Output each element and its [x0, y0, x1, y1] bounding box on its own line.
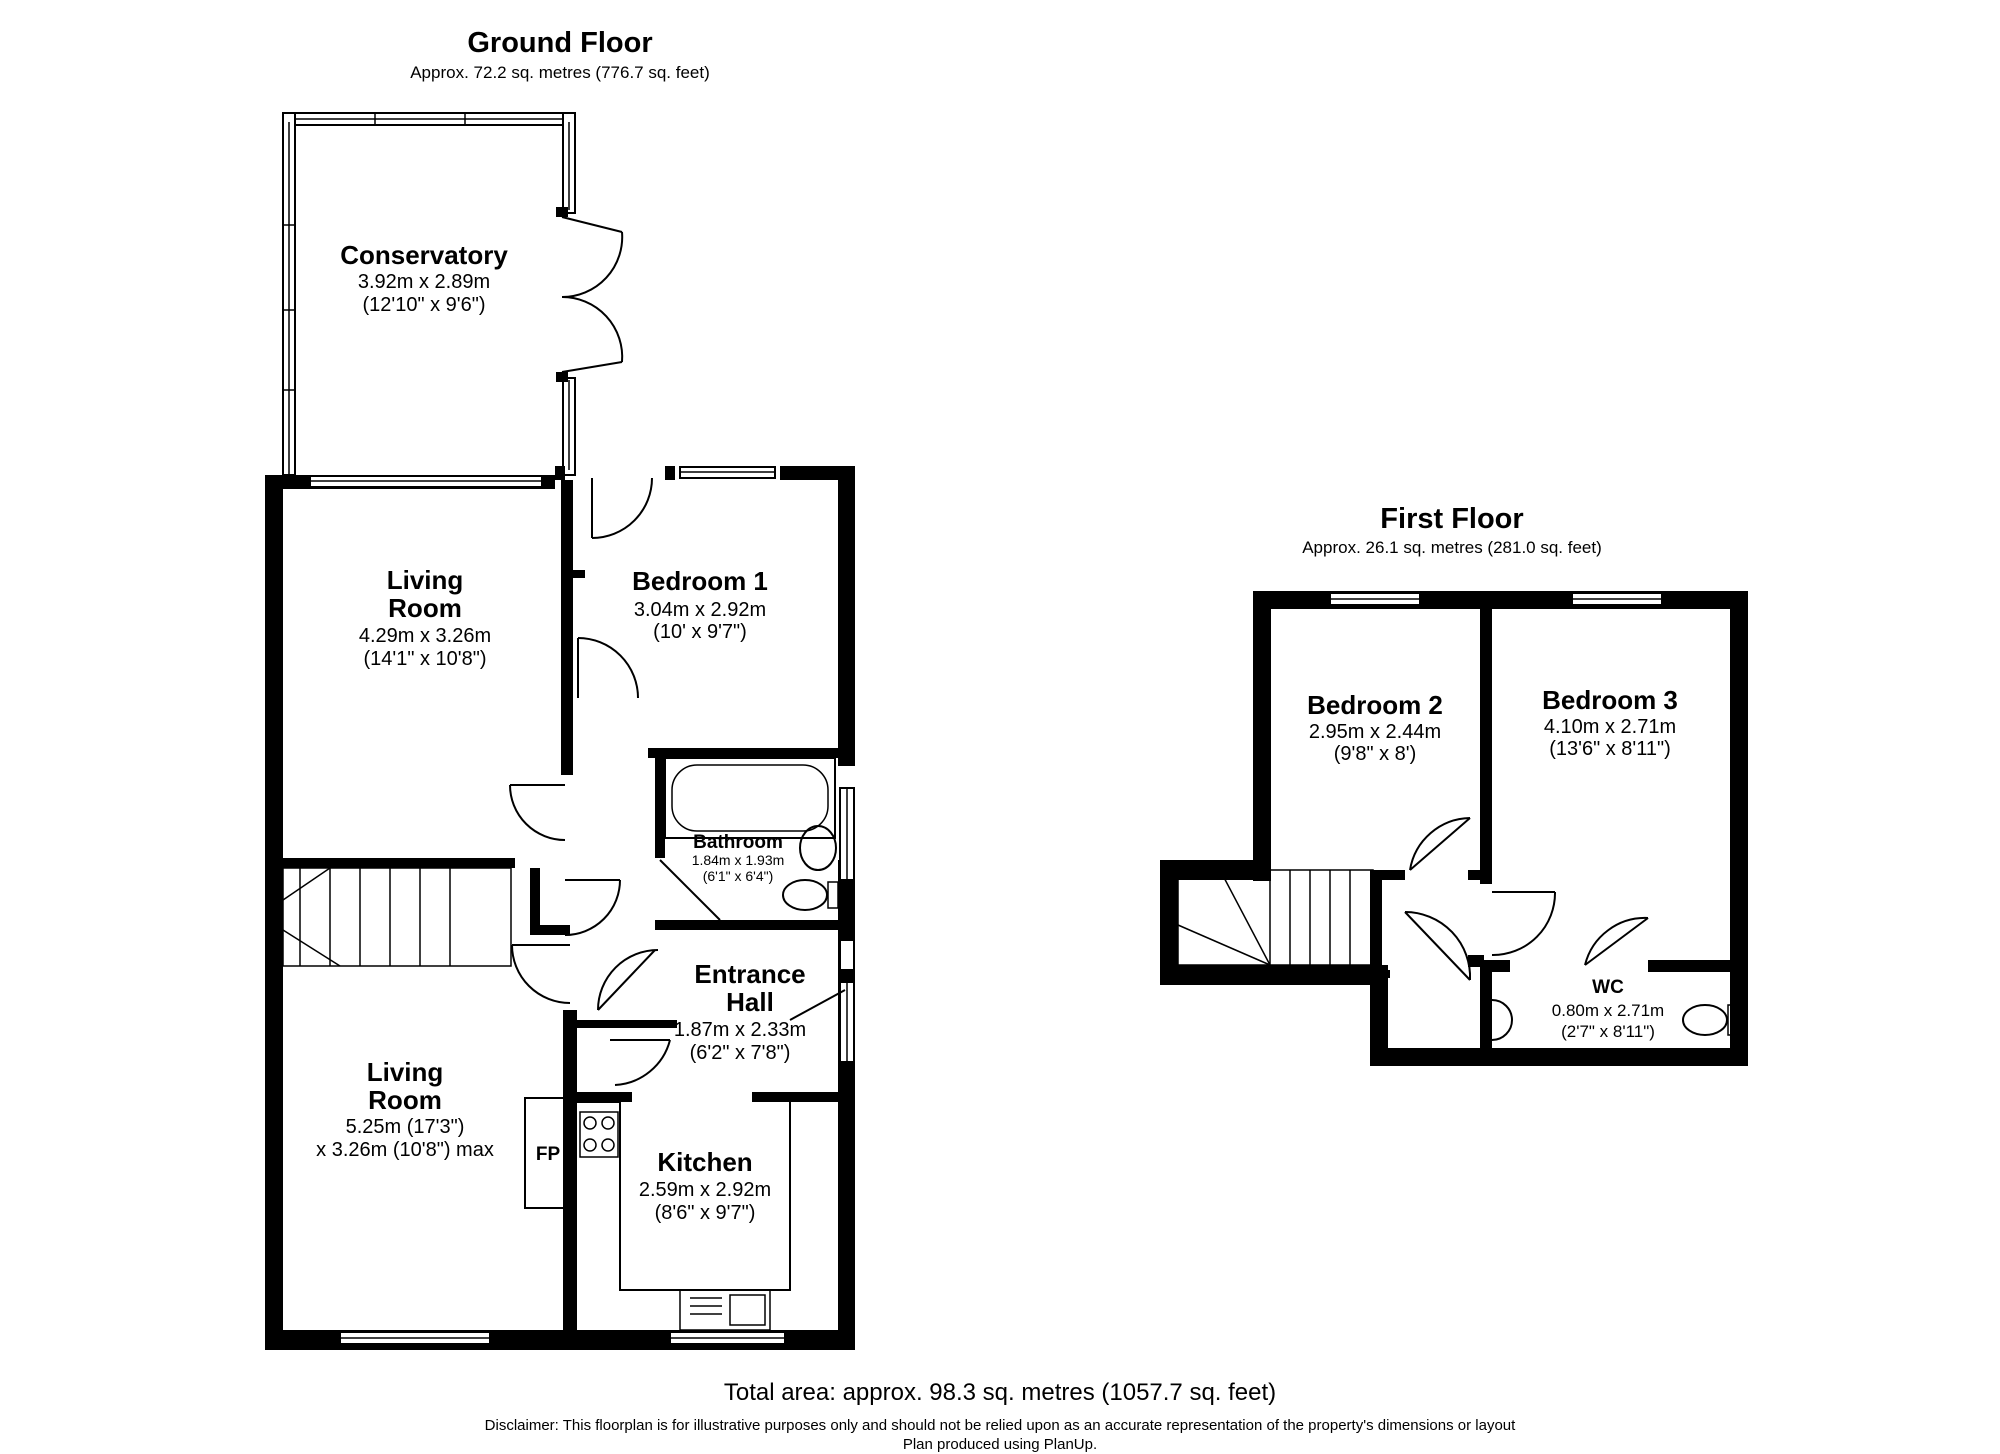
bedroom-3-dim-ft: (13'6" x 8'11") — [1549, 738, 1671, 760]
conservatory-dim-ft: (12'10" x 9'6") — [362, 294, 485, 316]
kitchen-dim-m: 2.59m x 2.92m — [639, 1179, 771, 1201]
bathroom-name: Bathroom — [693, 832, 783, 853]
bedroom-1-name: Bedroom 1 — [632, 566, 768, 596]
bedroom-3-name: Bedroom 3 — [1542, 685, 1678, 715]
fireplace-icon — [524, 1097, 566, 1209]
fireplace-label: FP — [536, 1144, 561, 1165]
entrance-hall-name-l2: Hall — [726, 987, 774, 1017]
first-floor-stairs-icon — [1177, 869, 1374, 966]
kitchen-worktop — [577, 1101, 791, 1291]
ground-stairs-icon — [282, 867, 512, 967]
toilet-icon — [782, 879, 839, 911]
entrance-hall-dim-m: 1.87m x 2.33m — [674, 1019, 806, 1041]
kitchen-name: Kitchen — [657, 1147, 752, 1177]
ground-floor-windows — [309, 466, 855, 1345]
first-floor-doors — [1404, 817, 1649, 981]
hob-icon — [579, 1111, 619, 1158]
bedroom-2-name: Bedroom 2 — [1307, 690, 1443, 720]
conservatory-dim-m: 3.92m x 2.89m — [358, 271, 490, 293]
ground-floor-title: Ground Floor — [467, 27, 652, 59]
ground-floor-doors — [509, 477, 846, 1086]
wc-toilet-icon — [1682, 1004, 1739, 1036]
bedroom-1-dim-ft: (10' x 9'7") — [653, 621, 747, 643]
entrance-hall-dim-ft: (6'2" x 7'8") — [690, 1042, 791, 1064]
conservatory-structure — [282, 112, 624, 476]
wc-name: WC — [1592, 977, 1624, 998]
first-floor-windows — [1329, 592, 1663, 606]
living-room-2-dim-l1: 5.25m (17'3") — [346, 1116, 465, 1138]
disclaimer: Disclaimer: This floorplan is for illust… — [485, 1417, 1516, 1434]
bathtub-icon — [664, 757, 836, 839]
kitchen-dim-ft: (8'6" x 9'7") — [655, 1202, 756, 1224]
living-room-1-name-l1: Living — [387, 565, 464, 595]
living-room-1-dim-m: 4.29m x 3.26m — [359, 625, 491, 647]
bedroom-3-dim-m: 4.10m x 2.71m — [1544, 716, 1676, 738]
wc-dim-m: 0.80m x 2.71m — [1552, 1001, 1664, 1020]
wc-dim-ft: (2'7" x 8'11") — [1561, 1022, 1655, 1041]
bathroom-dim-ft: (6'1" x 6'4") — [703, 868, 774, 884]
bedroom-1-dim-m: 3.04m x 2.92m — [634, 599, 766, 621]
living-room-1-name-l2: Room — [388, 593, 462, 623]
sink-icon — [799, 825, 837, 871]
ground-floor-walls — [265, 466, 855, 1350]
first-floor-area: Approx. 26.1 sq. metres (281.0 sq. feet) — [1302, 538, 1602, 557]
living-room-2-name-l1: Living — [367, 1057, 444, 1087]
kitchen-sink-icon — [679, 1289, 771, 1331]
living-room-2-name-l2: Room — [368, 1085, 442, 1115]
bedroom-2-dim-m: 2.95m x 2.44m — [1309, 721, 1441, 743]
bathroom-dim-m: 1.84m x 1.93m — [692, 852, 785, 868]
entrance-hall-name-l1: Entrance — [694, 959, 805, 989]
bedroom-2-dim-ft: (9'8" x 8') — [1334, 743, 1417, 765]
living-room-1-dim-ft: (14'1" x 10'8") — [363, 648, 486, 670]
first-floor-walls — [1160, 591, 1748, 1066]
total-area: Total area: approx. 98.3 sq. metres (105… — [724, 1379, 1276, 1406]
first-floor-title: First Floor — [1380, 503, 1523, 535]
credit: Plan produced using PlanUp. — [903, 1436, 1097, 1453]
ground-floor-area: Approx. 72.2 sq. metres (776.7 sq. feet) — [410, 63, 710, 82]
living-room-2-dim-l2: x 3.26m (10'8") max — [316, 1139, 494, 1161]
conservatory-name: Conservatory — [340, 240, 508, 270]
wc-sink-icon — [1491, 999, 1513, 1041]
